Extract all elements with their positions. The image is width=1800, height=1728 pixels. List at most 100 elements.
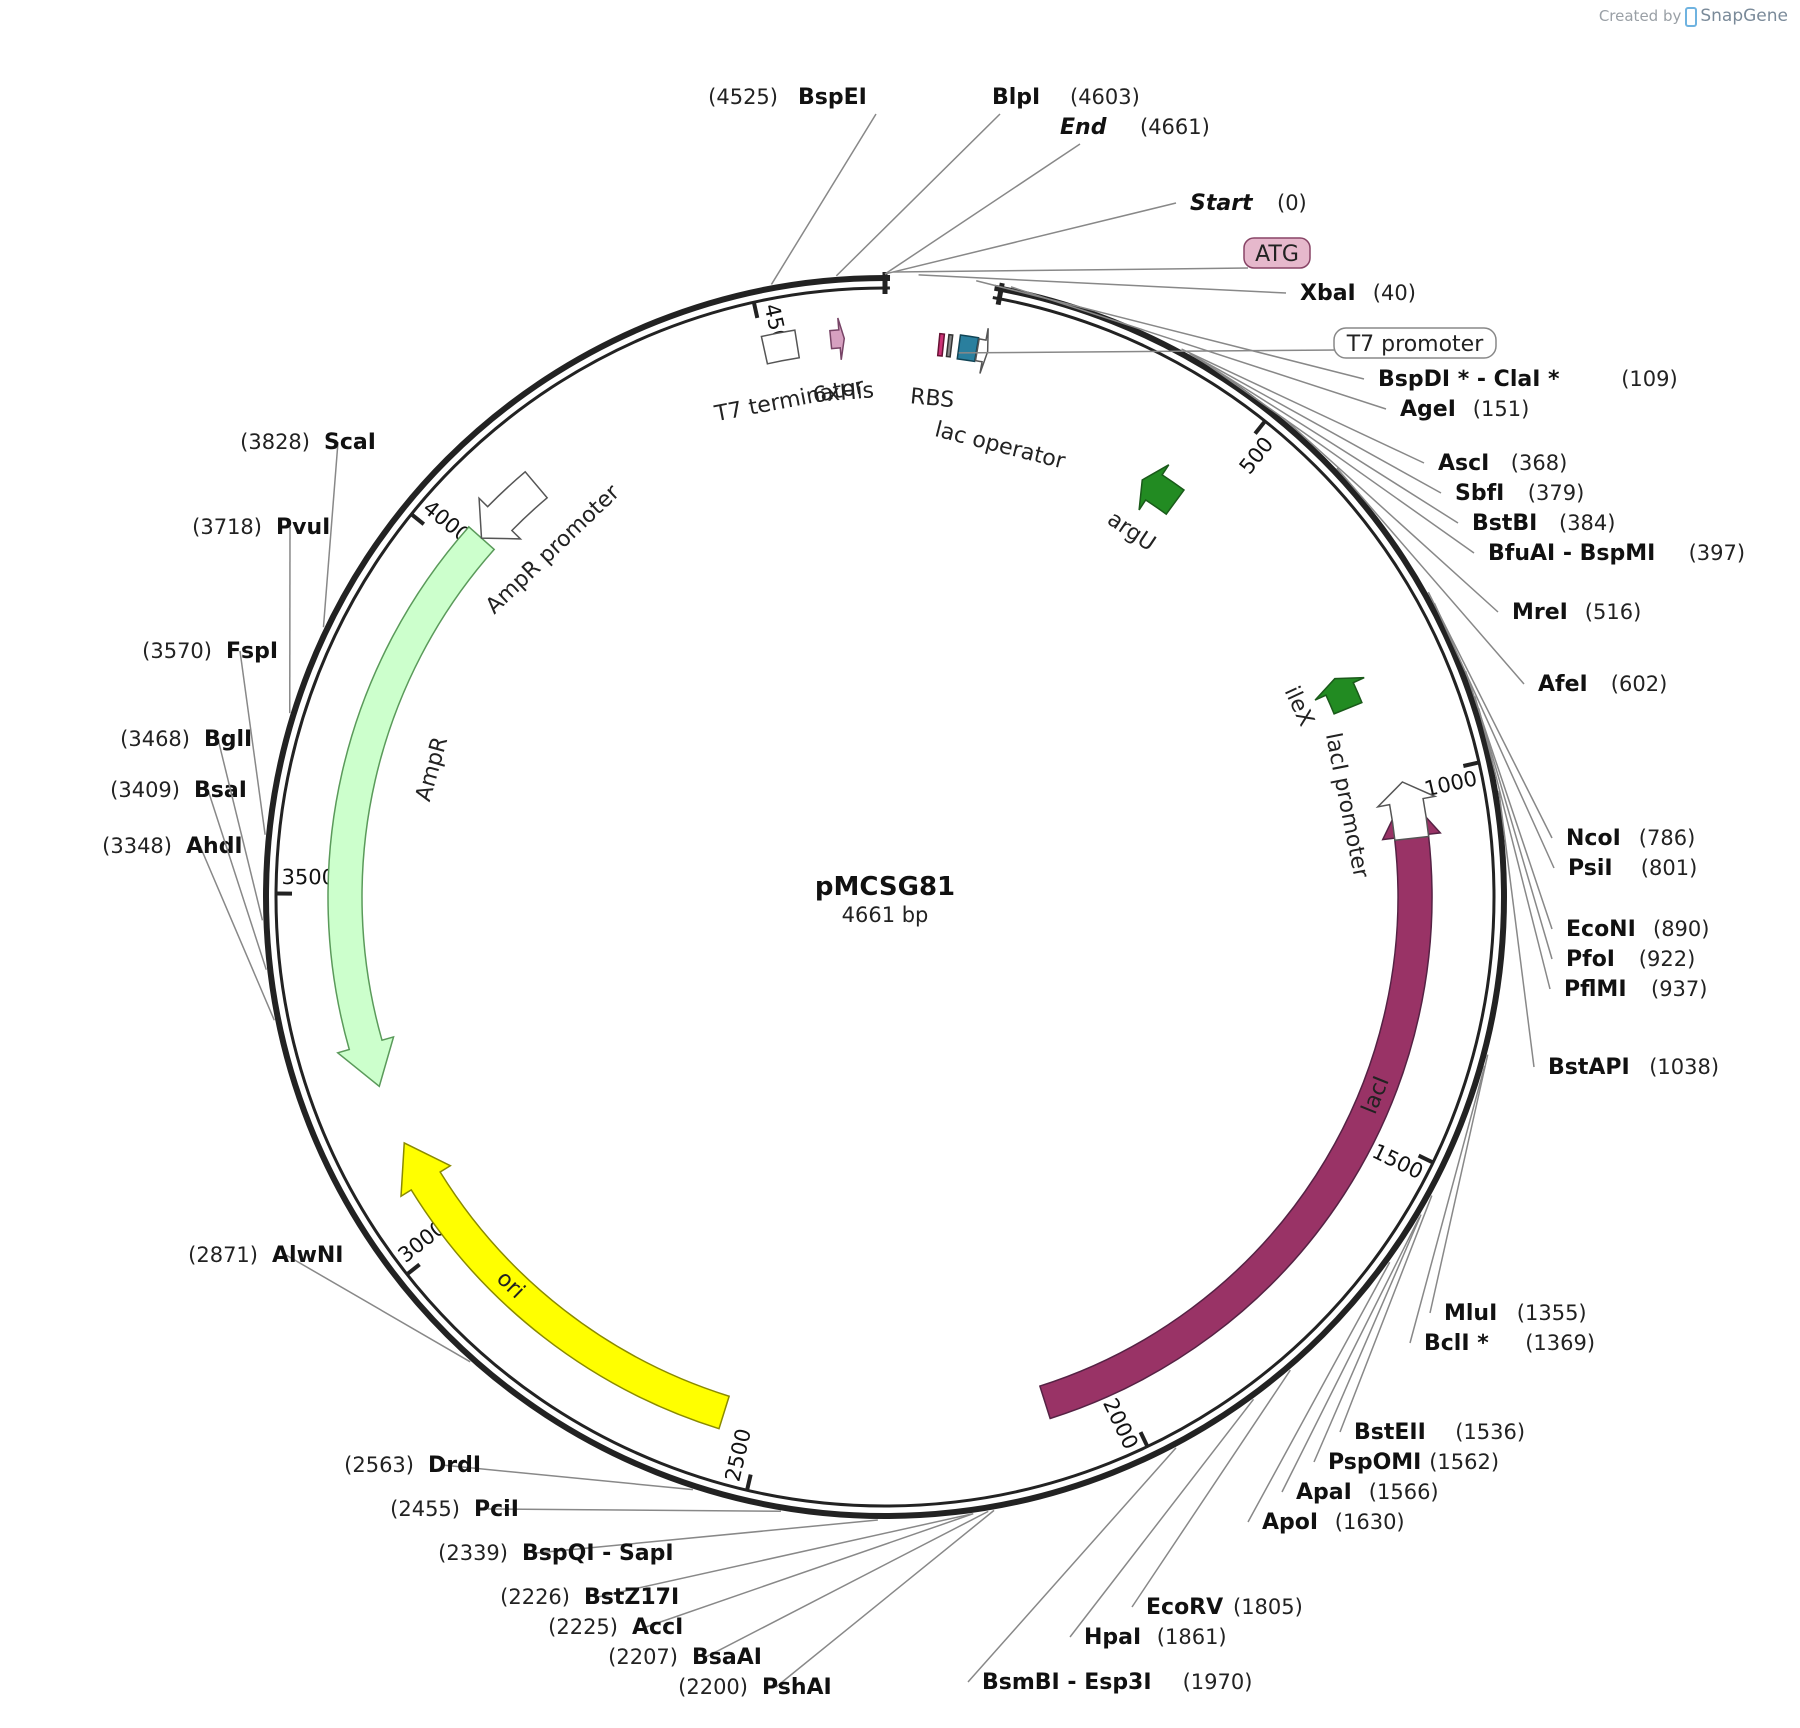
- site-leader-line: [705, 1510, 989, 1658]
- site-position: (397): [1689, 541, 1745, 565]
- feature-rbs[interactable]: RBS: [909, 332, 955, 414]
- site-mlui[interactable]: MluI(1355): [1429, 1054, 1587, 1326]
- site-pcii[interactable]: PciI(2455): [390, 1497, 781, 1522]
- tick-mark: [1417, 1153, 1434, 1165]
- site-name: DrdI: [428, 1453, 481, 1478]
- site-start[interactable]: Start(0): [884, 191, 1307, 275]
- site-leader-line: [1336, 467, 1525, 685]
- site-pvui[interactable]: PvuI(3718): [192, 515, 330, 714]
- site-acci[interactable]: AccI(2225): [548, 1513, 974, 1640]
- site-leader-line: [217, 738, 264, 921]
- site-position: (3828): [240, 430, 310, 454]
- site-bstapi[interactable]: BstAPI(1038): [1498, 790, 1719, 1080]
- site-afei[interactable]: AfeI(602): [1336, 467, 1667, 697]
- site-position: (3570): [142, 639, 212, 663]
- site-apai[interactable]: ApaI(1566): [1281, 1217, 1439, 1505]
- feature-shape: [829, 317, 846, 360]
- site-leader-line: [918, 274, 1287, 294]
- site-bstz17i[interactable]: BstZ17I(2226): [500, 1513, 973, 1610]
- site-bsmbi-esp3i[interactable]: BsmBI - Esp3I(1970): [967, 1447, 1252, 1695]
- feature-argu[interactable]: argU: [1103, 464, 1186, 557]
- feature-ori[interactable]: ori: [400, 1141, 731, 1430]
- site-ahdi[interactable]: AhdI(3348): [102, 834, 276, 1021]
- site-position: (3718): [192, 515, 262, 539]
- feature-ilex[interactable]: ileX: [1279, 676, 1365, 731]
- tick-2500: 2500: [720, 1426, 756, 1491]
- site-agei[interactable]: AgeI(151): [1010, 286, 1529, 422]
- feature-label: RBS: [909, 384, 955, 413]
- site-name: EcoRV: [1146, 1595, 1223, 1620]
- feature-shape: [974, 328, 989, 374]
- site-hpai[interactable]: HpaI(1861): [1069, 1398, 1255, 1650]
- site-position: (922): [1639, 947, 1695, 971]
- site-position: (3409): [110, 778, 180, 802]
- tick-mark: [405, 1262, 421, 1276]
- feature-unnamed-10[interactable]: [945, 333, 954, 358]
- tick-mark: [745, 1474, 753, 1491]
- site-bgli[interactable]: BglI(3468): [120, 727, 264, 921]
- site-name: BlpI: [992, 85, 1040, 110]
- site-end[interactable]: End(4661): [884, 115, 1210, 275]
- site-leader-line: [1474, 696, 1553, 960]
- primer-atg[interactable]: ATG: [893, 237, 1311, 273]
- site-position: (2200): [678, 1675, 748, 1699]
- site-position: (0): [1277, 191, 1307, 215]
- site-pspomi[interactable]: PspOMI(1562): [1313, 1214, 1499, 1475]
- site-name: MluI: [1444, 1301, 1497, 1326]
- feature-shape: [760, 329, 801, 365]
- primer-t7-promoter[interactable]: T7 promoter: [958, 327, 1497, 359]
- feature-unnamed-12[interactable]: [974, 328, 989, 374]
- feature-ampr-promoter[interactable]: AmpR promoter: [478, 470, 625, 619]
- site-sbfi[interactable]: SbfI(379): [1189, 352, 1585, 506]
- feature-shape: [1375, 781, 1438, 842]
- site-asci[interactable]: AscI(368): [1181, 348, 1568, 476]
- site-pflmi[interactable]: PflMI(937): [1478, 708, 1708, 1002]
- site-leader-line: [1409, 1065, 1486, 1344]
- site-position: (4525): [708, 85, 778, 109]
- site-leader-line: [597, 1513, 973, 1598]
- site-psii[interactable]: PsiI(801): [1433, 602, 1697, 881]
- site-bfuai-bspmi[interactable]: BfuAI - BspMI(397): [1202, 360, 1745, 566]
- site-bspqi-sapi[interactable]: BspQI - SapI(2339): [438, 1519, 878, 1566]
- site-drdi[interactable]: DrdI(2563): [344, 1453, 693, 1491]
- site-bsaai[interactable]: BsaAI(2207): [608, 1510, 989, 1670]
- site-leader-line: [207, 789, 267, 970]
- site-bcli[interactable]: BclI *(1369): [1409, 1065, 1595, 1356]
- site-leader-line: [239, 650, 266, 835]
- feature-ampr[interactable]: AmpR: [327, 525, 496, 1088]
- site-bstbi[interactable]: BstBI(384): [1192, 354, 1615, 536]
- site-mrei[interactable]: MreI(516): [1283, 418, 1641, 625]
- site-leader-line: [487, 1508, 781, 1512]
- site-bspei[interactable]: BspEI(4525): [708, 85, 877, 285]
- site-scai[interactable]: ScaI (3828): [240, 430, 376, 628]
- site-position: (786): [1639, 826, 1695, 850]
- site-bsai[interactable]: BsaI(3409): [110, 778, 267, 970]
- site-fspi[interactable]: FspI(3570): [142, 639, 278, 835]
- site-name: BstEII: [1354, 1420, 1426, 1445]
- site-pfoi[interactable]: PfoI(922): [1474, 696, 1695, 972]
- site-position: (3348): [102, 834, 172, 858]
- feature-shape: [956, 334, 980, 363]
- feature-label: lacI promoter: [1320, 731, 1373, 881]
- site-leader-line: [884, 202, 1177, 275]
- site-position: (1566): [1369, 1480, 1439, 1504]
- site-position: (2339): [438, 1541, 508, 1565]
- site-name: ScaI: [324, 430, 376, 455]
- feature-laci[interactable]: lacI: [1038, 792, 1442, 1420]
- site-name: EcoNI: [1566, 917, 1636, 942]
- feature-shape: [1138, 464, 1186, 516]
- site-alwni[interactable]: AlwNI(2871): [188, 1243, 471, 1363]
- site-position: (379): [1528, 481, 1584, 505]
- site-xbai[interactable]: XbaI(40): [918, 274, 1416, 306]
- site-blpi[interactable]: BlpI(4603): [835, 85, 1140, 277]
- site-pshai[interactable]: PshAI(2200): [678, 1509, 995, 1700]
- site-bspdi-clai[interactable]: BspDI * - ClaI *(109): [976, 279, 1678, 392]
- feature-6xhis[interactable]: 6xHis: [812, 317, 875, 408]
- site-apoi[interactable]: ApoI(1630): [1247, 1261, 1405, 1535]
- feature-label: 6xHis: [812, 378, 875, 408]
- site-bsteii[interactable]: BstEII(1536): [1339, 1195, 1525, 1445]
- site-ncoi[interactable]: NcoI (786): [1427, 591, 1695, 851]
- site-ecorv[interactable]: EcoRV(1805): [1131, 1369, 1303, 1620]
- site-name: NcoI: [1566, 826, 1621, 851]
- site-leader-line: [967, 1447, 1177, 1683]
